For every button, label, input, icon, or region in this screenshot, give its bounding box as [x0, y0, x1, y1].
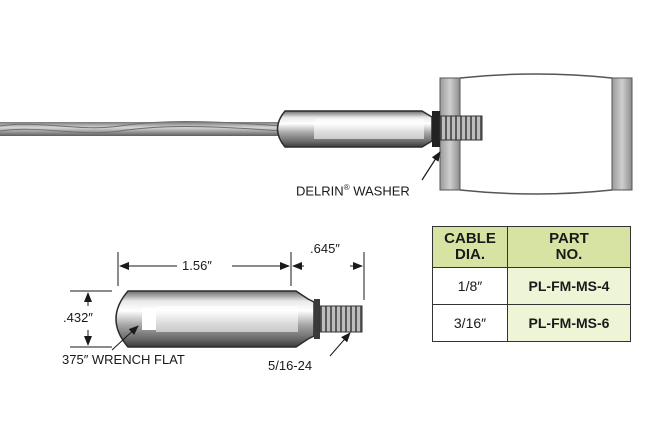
thread-label: 5/16-24	[268, 358, 313, 373]
washer-word: WASHER	[353, 183, 410, 199]
length-label: 1.56″	[182, 258, 212, 273]
wrench-flat-leader	[111, 325, 139, 351]
registered-mark: ®	[343, 183, 350, 192]
fitting-bottom	[115, 290, 363, 348]
washer-leader	[421, 151, 441, 181]
washer-label: DELRIN® WASHER	[296, 183, 410, 198]
cable-dia-cell: 1/8″	[432, 267, 508, 305]
fitting-top	[276, 110, 483, 148]
table-row: 3/16″ PL-FM-MS-6	[432, 304, 631, 342]
wrench-flat-label: 375″ WRENCH FLAT	[62, 352, 185, 367]
dimension-lines	[70, 252, 365, 357]
diameter-label: .432″	[63, 310, 93, 325]
part-no-cell: PL-FM-MS-4	[507, 267, 631, 305]
cable	[0, 121, 283, 136]
cable-dia-cell: 3/16″	[432, 304, 508, 342]
table-row: 1/8″ PL-FM-MS-4	[432, 267, 631, 305]
thread-leader	[329, 332, 351, 357]
thread-length-label: .645″	[310, 241, 340, 256]
part-no-cell: PL-FM-MS-6	[507, 304, 631, 342]
washer-name: DELRIN	[296, 183, 344, 199]
